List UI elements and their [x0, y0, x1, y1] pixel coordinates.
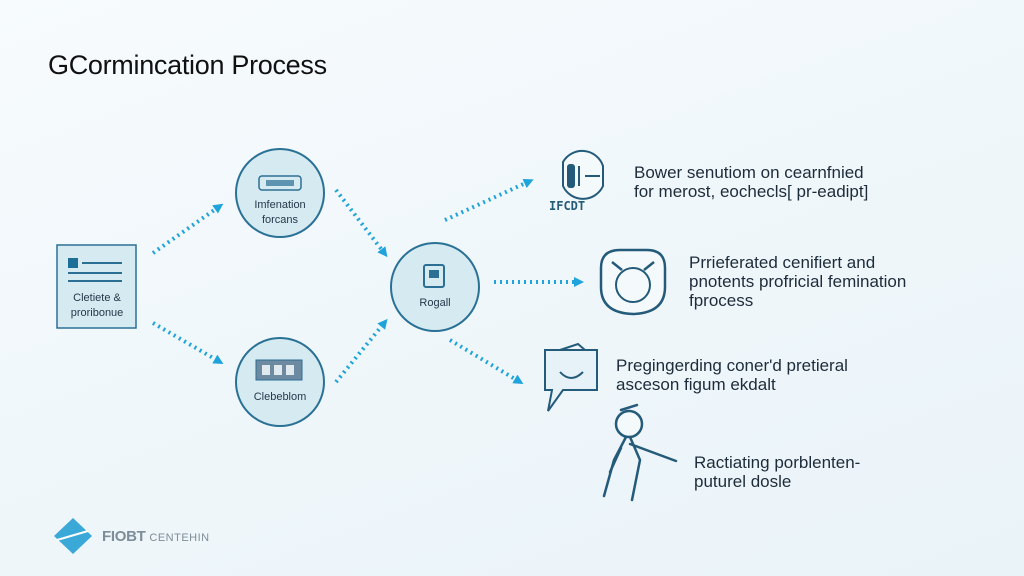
- collaboration-node[interactable]: [235, 337, 325, 427]
- input-document-node[interactable]: [56, 244, 137, 329]
- person-icon: [602, 403, 678, 502]
- output-3-text: Pregingerding coner'd pretieral asceson …: [616, 356, 848, 394]
- arrow-input-to-top: [151, 203, 224, 255]
- arrow-center-to-out3: [448, 338, 524, 385]
- page-title: GCormincation Process: [48, 50, 327, 80]
- document-icon: [544, 342, 598, 412]
- output-4-text: Ractiating porblenten- puturel dosle: [694, 453, 861, 491]
- icon-caption: IFCDT: [549, 199, 586, 213]
- output-2-text: Prrieferated cenifiert and pnotents prof…: [689, 253, 907, 310]
- information-node[interactable]: [235, 148, 325, 238]
- bottom-node-label: Clebeblom: [253, 391, 307, 403]
- output-1-text: Bower senutiom on cearnfnied for merost,…: [634, 163, 869, 201]
- arrow-bottom-to-center: [334, 318, 388, 384]
- arrow-top-to-center: [334, 188, 388, 258]
- monitor-icon: [562, 149, 604, 200]
- logo-mark-icon: [54, 518, 92, 554]
- top-node-label: Imfenation forcans: [254, 199, 306, 226]
- arrow-center-to-out1: [444, 178, 534, 222]
- logo-wordmark: FIOBT CENTEHIN: [102, 528, 210, 545]
- review-node[interactable]: [390, 242, 480, 332]
- center-node-label: Rogall: [419, 297, 451, 309]
- shield-icon: [599, 248, 667, 316]
- arrow-input-to-bottom: [151, 321, 224, 365]
- input-node-label: Cletiete & proribonue: [70, 292, 124, 319]
